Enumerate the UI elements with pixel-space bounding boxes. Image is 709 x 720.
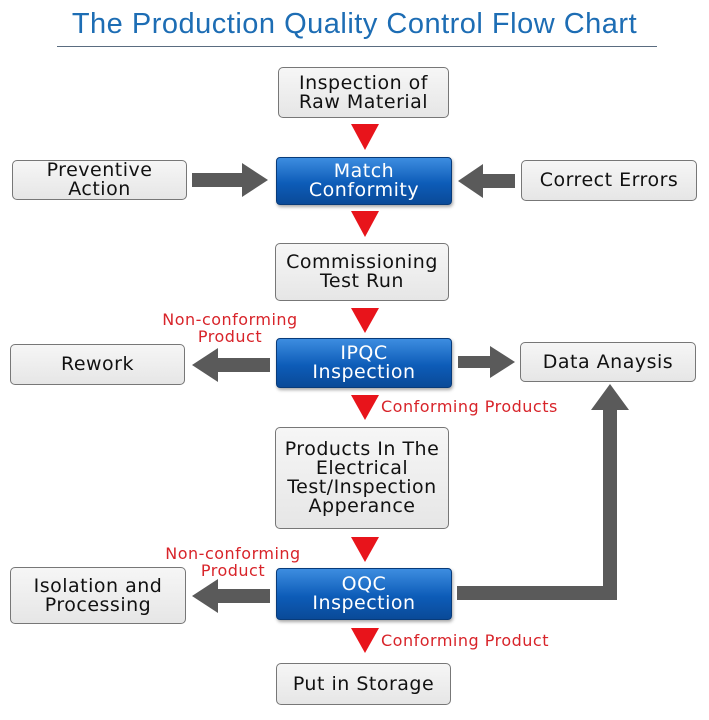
gray-arrow-correct <box>458 164 515 198</box>
red-arrow-1 <box>351 124 379 150</box>
gray-arrow-oqc-to-data <box>457 384 629 600</box>
node-data-analysis: Data Anaysis <box>520 342 696 382</box>
node-rework: Rework <box>10 344 185 385</box>
label-conforming-oqc: Conforming Product <box>381 631 549 650</box>
gray-arrow-data <box>458 346 515 378</box>
node-isolation: Isolation and Processing <box>10 567 186 624</box>
gray-arrow-isolation <box>192 579 270 613</box>
page-title: The Production Quality Control Flow Char… <box>71 8 638 40</box>
red-arrow-4 <box>351 395 379 420</box>
gray-arrow-preventive <box>192 163 268 197</box>
node-raw-material: Inspection of Raw Material <box>278 67 449 118</box>
node-commissioning: Commissioning Test Run <box>275 243 449 301</box>
node-correct-errors: Correct Errors <box>521 160 697 201</box>
label-conforming-ipqc: Conforming Products <box>381 397 558 416</box>
title-underline <box>57 46 657 47</box>
node-electrical-test: Products In The Electrical Test/Inspecti… <box>275 427 449 529</box>
node-storage: Put in Storage <box>276 663 451 705</box>
label-nonconforming-ipqc: Non-conforming Product <box>162 310 298 346</box>
gray-arrow-rework <box>192 348 270 382</box>
red-arrow-6 <box>351 628 379 653</box>
node-oqc: OQC Inspection <box>276 568 452 620</box>
red-arrow-3 <box>351 308 379 333</box>
node-ipqc: IPQC Inspection <box>276 338 452 388</box>
node-match-conformity: Match Conformity <box>276 157 452 205</box>
label-nonconforming-oqc: Non-conforming Product <box>165 544 301 580</box>
red-arrow-5 <box>351 537 379 562</box>
node-preventive-action: Preventive Action <box>12 160 187 200</box>
red-arrow-2 <box>351 211 379 237</box>
